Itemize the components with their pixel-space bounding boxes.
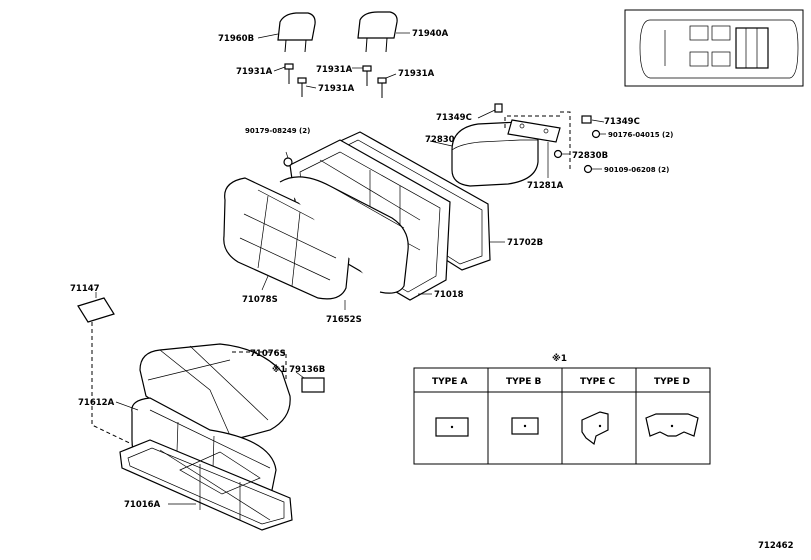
part-label-71702b: 71702B bbox=[507, 238, 543, 248]
part-label-71281a: 71281A bbox=[527, 181, 564, 191]
part-label-71076s: 71076S bbox=[250, 349, 286, 359]
type-c-header: TYPE C bbox=[580, 377, 616, 387]
car-top-view-icon bbox=[624, 9, 804, 87]
part-label-90176: 90176-04015 (2) bbox=[608, 131, 673, 139]
part-label-71652s: 71652S bbox=[326, 315, 362, 325]
bolt-icon bbox=[283, 157, 293, 167]
type-b-pad-icon bbox=[511, 417, 539, 435]
armrest-icon bbox=[451, 121, 539, 187]
part-label-71931a-3: 71931A bbox=[316, 65, 353, 75]
figure-number: 712462 bbox=[758, 541, 794, 551]
part-label-71931a-2: 71931A bbox=[318, 84, 355, 94]
leader-line bbox=[257, 33, 279, 39]
armrest-hinge-bracket bbox=[494, 103, 592, 143]
part-label-71960b: 71960B bbox=[218, 34, 254, 44]
type-a-header: TYPE A bbox=[432, 377, 468, 387]
part-label-71931a-1: 71931A bbox=[236, 67, 273, 77]
seat-back-icon bbox=[223, 176, 409, 300]
part-label-71078s: 71078S bbox=[242, 295, 278, 305]
bolt-icon bbox=[284, 63, 387, 98]
pad-icon bbox=[301, 377, 325, 393]
part-label-90179: 90179-08249 (2) bbox=[245, 127, 310, 135]
headrest-icon bbox=[277, 12, 316, 53]
part-label-71147: 71147 bbox=[70, 284, 100, 294]
part-label-72830: 72830 bbox=[425, 135, 455, 145]
part-label-90109: 90109-06208 (2) bbox=[604, 166, 669, 174]
type-table-title: ※1 bbox=[552, 353, 567, 364]
part-label-71931a-4: 71931A bbox=[398, 69, 435, 79]
headrest-icon bbox=[357, 11, 398, 53]
type-d-header: TYPE D bbox=[654, 377, 690, 387]
type-d-pad-icon bbox=[645, 413, 699, 437]
pad-icon bbox=[77, 297, 115, 323]
part-label-71940a: 71940A bbox=[412, 29, 449, 39]
type-a-pad-icon bbox=[435, 417, 469, 437]
type-b-header: TYPE B bbox=[506, 377, 542, 387]
part-label-71349c-1: 71349C bbox=[436, 113, 472, 123]
type-table: ※1 TYPE A TYPE B TYPE C TYPE D bbox=[413, 353, 711, 465]
seat-cushion-frame bbox=[119, 439, 293, 531]
part-label-79136b: ※1 79136B bbox=[272, 364, 325, 375]
part-label-71612a: 71612A bbox=[78, 398, 115, 408]
part-label-71349c-2: 71349C bbox=[604, 117, 640, 127]
part-label-71018: 71018 bbox=[434, 290, 464, 300]
type-c-pad-icon bbox=[581, 411, 609, 446]
part-label-72830b: 72830B bbox=[572, 151, 608, 161]
part-label-71016a: 71016A bbox=[124, 500, 161, 510]
